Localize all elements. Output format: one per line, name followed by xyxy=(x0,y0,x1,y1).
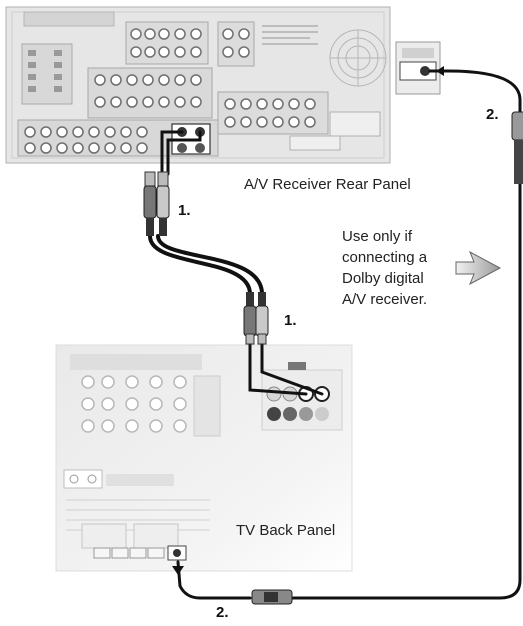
dolby-note-line-2: connecting a xyxy=(342,247,427,268)
arrow-right-icon xyxy=(456,252,500,284)
step-2-label-right: 2. xyxy=(486,106,499,123)
rca-plug-icon xyxy=(244,292,268,344)
rca-plug-icon xyxy=(144,172,169,236)
step-2-label-bottom: 2. xyxy=(216,604,229,621)
step-1-label-mid: 1. xyxy=(284,312,297,329)
dolby-note-line-1: Use only if xyxy=(342,226,427,247)
dolby-note-line-3: Dolby digital xyxy=(342,268,427,289)
tv-panel-caption: TV Back Panel xyxy=(236,522,335,539)
step-1-label-top: 1. xyxy=(178,202,191,219)
dolby-note: Use only if connecting a Dolby digital A… xyxy=(342,226,427,310)
receiver-rear-panel xyxy=(6,7,440,163)
receiver-panel-caption: A/V Receiver Rear Panel xyxy=(244,176,411,193)
tv-digital-audio-out xyxy=(173,549,181,557)
dolby-note-line-4: A/V receiver. xyxy=(342,289,427,310)
